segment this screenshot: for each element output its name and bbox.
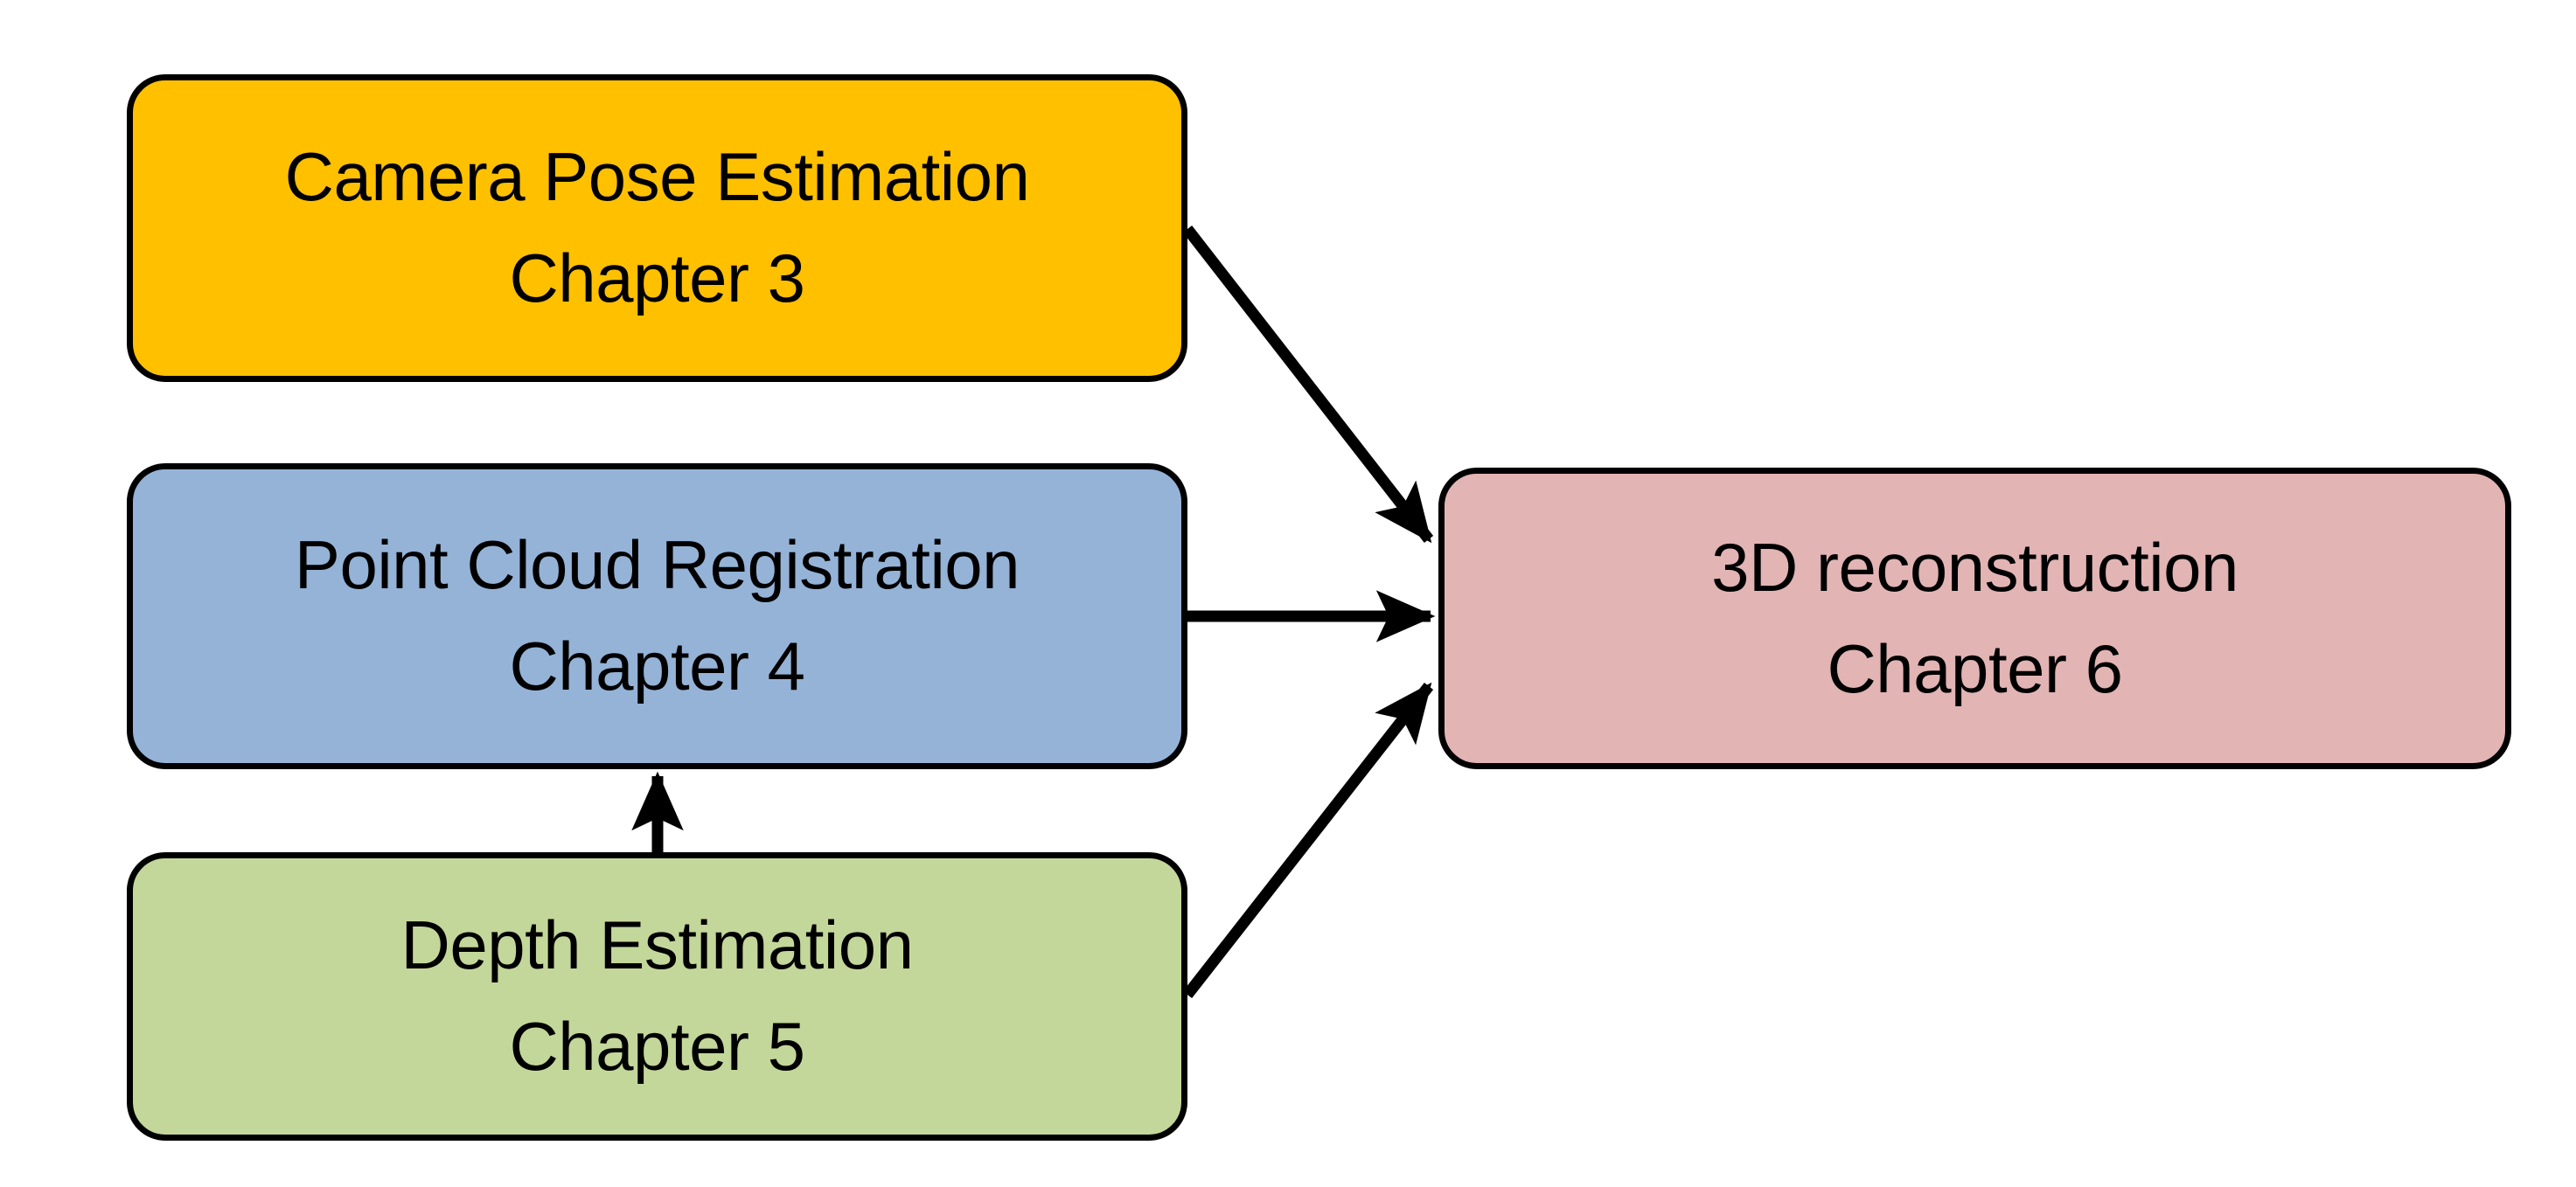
node-camera-pose-estimation[interactable]: Camera Pose Estimation Chapter 3 (127, 74, 1187, 382)
edge-camera-pose-to-3d-recon (1182, 226, 1434, 544)
node-point-cloud-chapter: Chapter 4 (509, 628, 805, 705)
node-depth-estimation[interactable]: Depth Estimation Chapter 5 (127, 852, 1187, 1141)
node-3d-recon-chapter: Chapter 6 (1827, 629, 2123, 707)
node-3d-reconstruction[interactable]: 3D reconstruction Chapter 6 (1438, 468, 2511, 769)
node-3d-recon-title: 3D reconstruction (1711, 528, 2238, 606)
node-camera-pose-chapter: Chapter 3 (509, 239, 805, 316)
edge-depth-to-3d-recon (1182, 682, 1434, 999)
node-depth-title: Depth Estimation (400, 906, 914, 984)
node-camera-pose-title: Camera Pose Estimation (284, 138, 1030, 216)
node-point-cloud-title: Point Cloud Registration (294, 526, 1020, 604)
node-point-cloud-registration[interactable]: Point Cloud Registration Chapter 4 (127, 463, 1187, 769)
node-depth-chapter: Chapter 5 (509, 1008, 805, 1085)
